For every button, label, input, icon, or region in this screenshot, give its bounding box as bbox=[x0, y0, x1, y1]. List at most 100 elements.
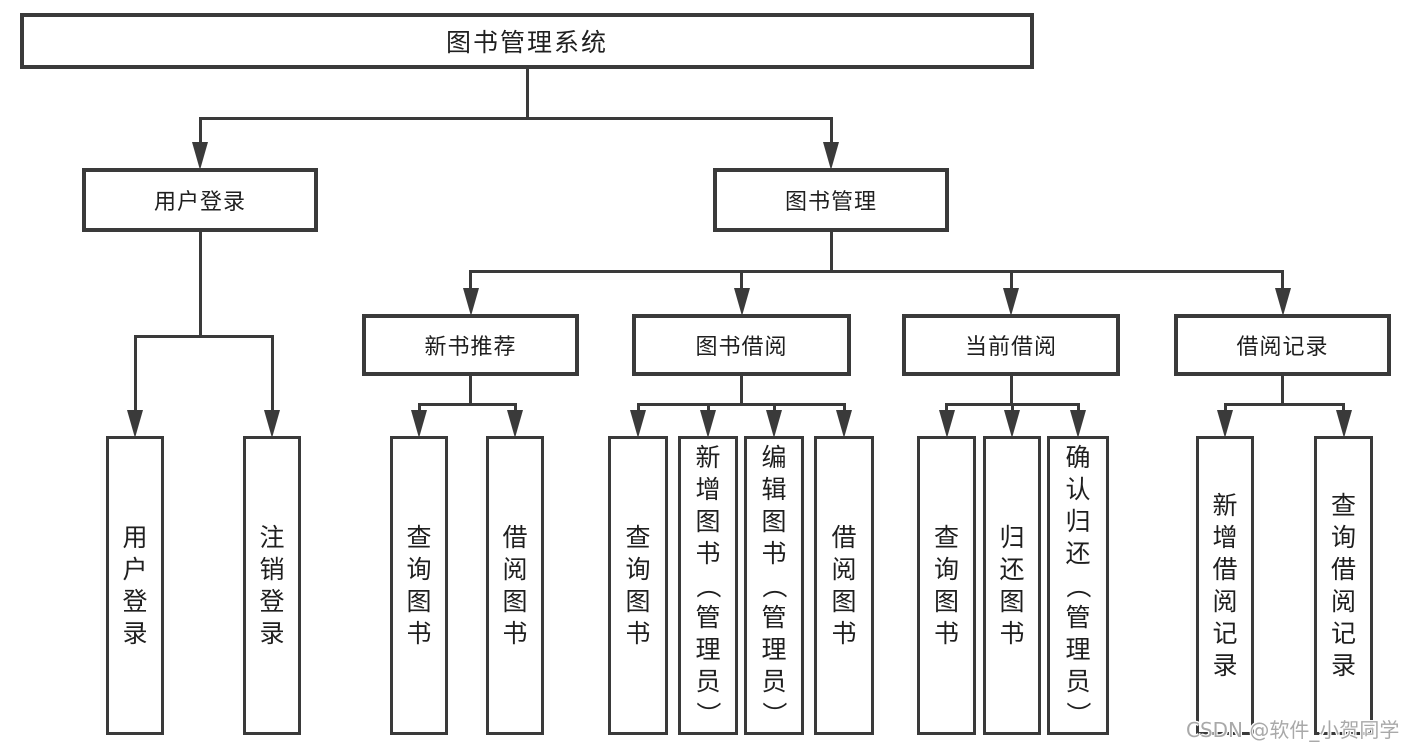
connector-branch-line bbox=[469, 270, 1284, 273]
node-label-char: ） bbox=[693, 700, 723, 727]
node-label-char: 录 bbox=[1330, 650, 1356, 680]
connector-child-drop bbox=[1010, 403, 1014, 410]
arrow-down-icon bbox=[733, 288, 750, 316]
watermark: CSDN @软件_小贺同学 bbox=[1186, 718, 1400, 742]
node-label-char: 阅 bbox=[831, 554, 857, 584]
connector-child-drop bbox=[842, 403, 846, 410]
arrow-down-icon bbox=[507, 410, 523, 438]
node-leaf-query-record: 查询借阅记录 bbox=[1314, 436, 1373, 735]
connector-parent-drop bbox=[829, 230, 833, 273]
connector-child-drop bbox=[469, 270, 472, 288]
node-leaf-return-book: 归还图书 bbox=[983, 436, 1041, 735]
node-label-char: 图 bbox=[625, 586, 651, 616]
node-label-char: 新 bbox=[695, 442, 721, 472]
node-label-char: 归 bbox=[1065, 506, 1091, 536]
node-label-char: 图 bbox=[502, 586, 528, 616]
node-label-char: 用 bbox=[122, 522, 148, 552]
connector-branch-line bbox=[1223, 403, 1345, 406]
node-label-char: 归 bbox=[999, 522, 1025, 552]
node-label-char: 查 bbox=[933, 522, 959, 552]
node-label-char: 询 bbox=[625, 554, 651, 584]
node-label-char: 还 bbox=[1065, 538, 1091, 568]
connector-parent-drop bbox=[198, 230, 202, 338]
node-leaf-query-book-1: 查询图书 bbox=[390, 436, 448, 735]
connector-child-drop bbox=[829, 117, 833, 142]
connector-child-drop bbox=[740, 270, 743, 288]
node-book-mgmt: 图书管理 bbox=[713, 168, 949, 232]
node-label-char: 录 bbox=[122, 618, 148, 648]
node-label-char: 理 bbox=[1065, 634, 1091, 664]
connector-child-drop bbox=[636, 403, 640, 410]
node-label-char: 书 bbox=[831, 618, 857, 648]
node-label-char: 书 bbox=[933, 618, 959, 648]
node-user-login: 用户登录 bbox=[82, 168, 318, 232]
connector-child-drop bbox=[1223, 403, 1227, 410]
node-borrow-record: 借阅记录 bbox=[1174, 314, 1391, 376]
node-leaf-borrow-book-1: 借阅图书 bbox=[486, 436, 544, 735]
arrow-down-icon bbox=[462, 288, 479, 316]
node-label-char: 查 bbox=[406, 522, 432, 552]
node-leaf-add-record: 新增借阅记录 bbox=[1196, 436, 1254, 735]
node-label-char: 阅 bbox=[502, 554, 528, 584]
node-label-char: 书 bbox=[502, 618, 528, 648]
node-label-char: 借 bbox=[1330, 554, 1356, 584]
node-label-char: ） bbox=[759, 700, 789, 727]
connector-parent-drop bbox=[740, 374, 743, 406]
node-label-char: 查 bbox=[1330, 490, 1356, 520]
node-leaf-edit-book: 编辑图书（管理员） bbox=[744, 436, 804, 735]
node-label-char: 增 bbox=[1212, 522, 1238, 552]
node-label-char: 书 bbox=[625, 618, 651, 648]
node-label-char: 认 bbox=[1065, 474, 1091, 504]
connector-child-drop bbox=[198, 117, 202, 142]
arrow-down-icon bbox=[836, 410, 852, 438]
arrow-down-icon bbox=[823, 142, 839, 170]
node-label-char: 图 bbox=[761, 506, 787, 536]
node-leaf-borrow-book-2: 借阅图书 bbox=[814, 436, 874, 735]
node-label-char: 录 bbox=[259, 618, 285, 648]
node-label-char: 借 bbox=[1212, 554, 1238, 584]
connector-child-drop bbox=[1342, 403, 1345, 410]
node-current-borrow: 当前借阅 bbox=[902, 314, 1120, 376]
arrow-down-icon bbox=[766, 410, 782, 438]
connector-child-drop bbox=[513, 403, 517, 410]
node-label-char: 注 bbox=[259, 522, 285, 552]
node-label-char: 辑 bbox=[761, 474, 787, 504]
connector-child-drop bbox=[270, 335, 274, 410]
node-label-char: 员 bbox=[1065, 666, 1091, 696]
node-label-char: 图 bbox=[999, 586, 1025, 616]
connector-branch-line bbox=[198, 117, 833, 120]
node-label-char: 理 bbox=[761, 634, 787, 664]
connector-branch-line bbox=[417, 403, 517, 406]
node-label-char: 编 bbox=[761, 442, 787, 472]
connector-child-drop bbox=[133, 335, 137, 410]
arrow-down-icon bbox=[938, 410, 955, 438]
node-label-char: 图 bbox=[831, 586, 857, 616]
arrow-down-icon bbox=[630, 410, 646, 438]
node-label-char: 询 bbox=[933, 554, 959, 584]
node-label-char: 增 bbox=[695, 474, 721, 504]
node-label-char: （ bbox=[1063, 572, 1093, 599]
node-label-char: 确 bbox=[1065, 442, 1091, 472]
arrow-down-icon bbox=[1070, 410, 1086, 438]
connector-branch-line bbox=[636, 403, 846, 406]
node-label-char: 图 bbox=[695, 506, 721, 536]
connector-child-drop bbox=[1281, 270, 1284, 288]
node-label-char: 登 bbox=[122, 586, 148, 616]
connector-parent-drop bbox=[469, 374, 472, 406]
arrow-down-icon bbox=[192, 142, 208, 170]
node-label-char: 管 bbox=[761, 602, 787, 632]
node-label-char: 书 bbox=[999, 618, 1025, 648]
node-label-char: 户 bbox=[122, 554, 148, 584]
arrow-down-icon bbox=[1274, 288, 1291, 316]
node-leaf-logout: 注销登录 bbox=[243, 436, 301, 735]
arrow-down-icon bbox=[127, 410, 143, 438]
connector-parent-drop bbox=[525, 67, 529, 120]
node-label-char: 管 bbox=[1065, 602, 1091, 632]
node-label-char: 借 bbox=[831, 522, 857, 552]
node-leaf-add-book: 新增图书（管理员） bbox=[678, 436, 738, 735]
connector-branch-line bbox=[133, 335, 274, 338]
connector-child-drop bbox=[706, 403, 710, 410]
arrow-down-icon bbox=[1003, 288, 1019, 316]
node-label-char: 记 bbox=[1330, 618, 1356, 648]
